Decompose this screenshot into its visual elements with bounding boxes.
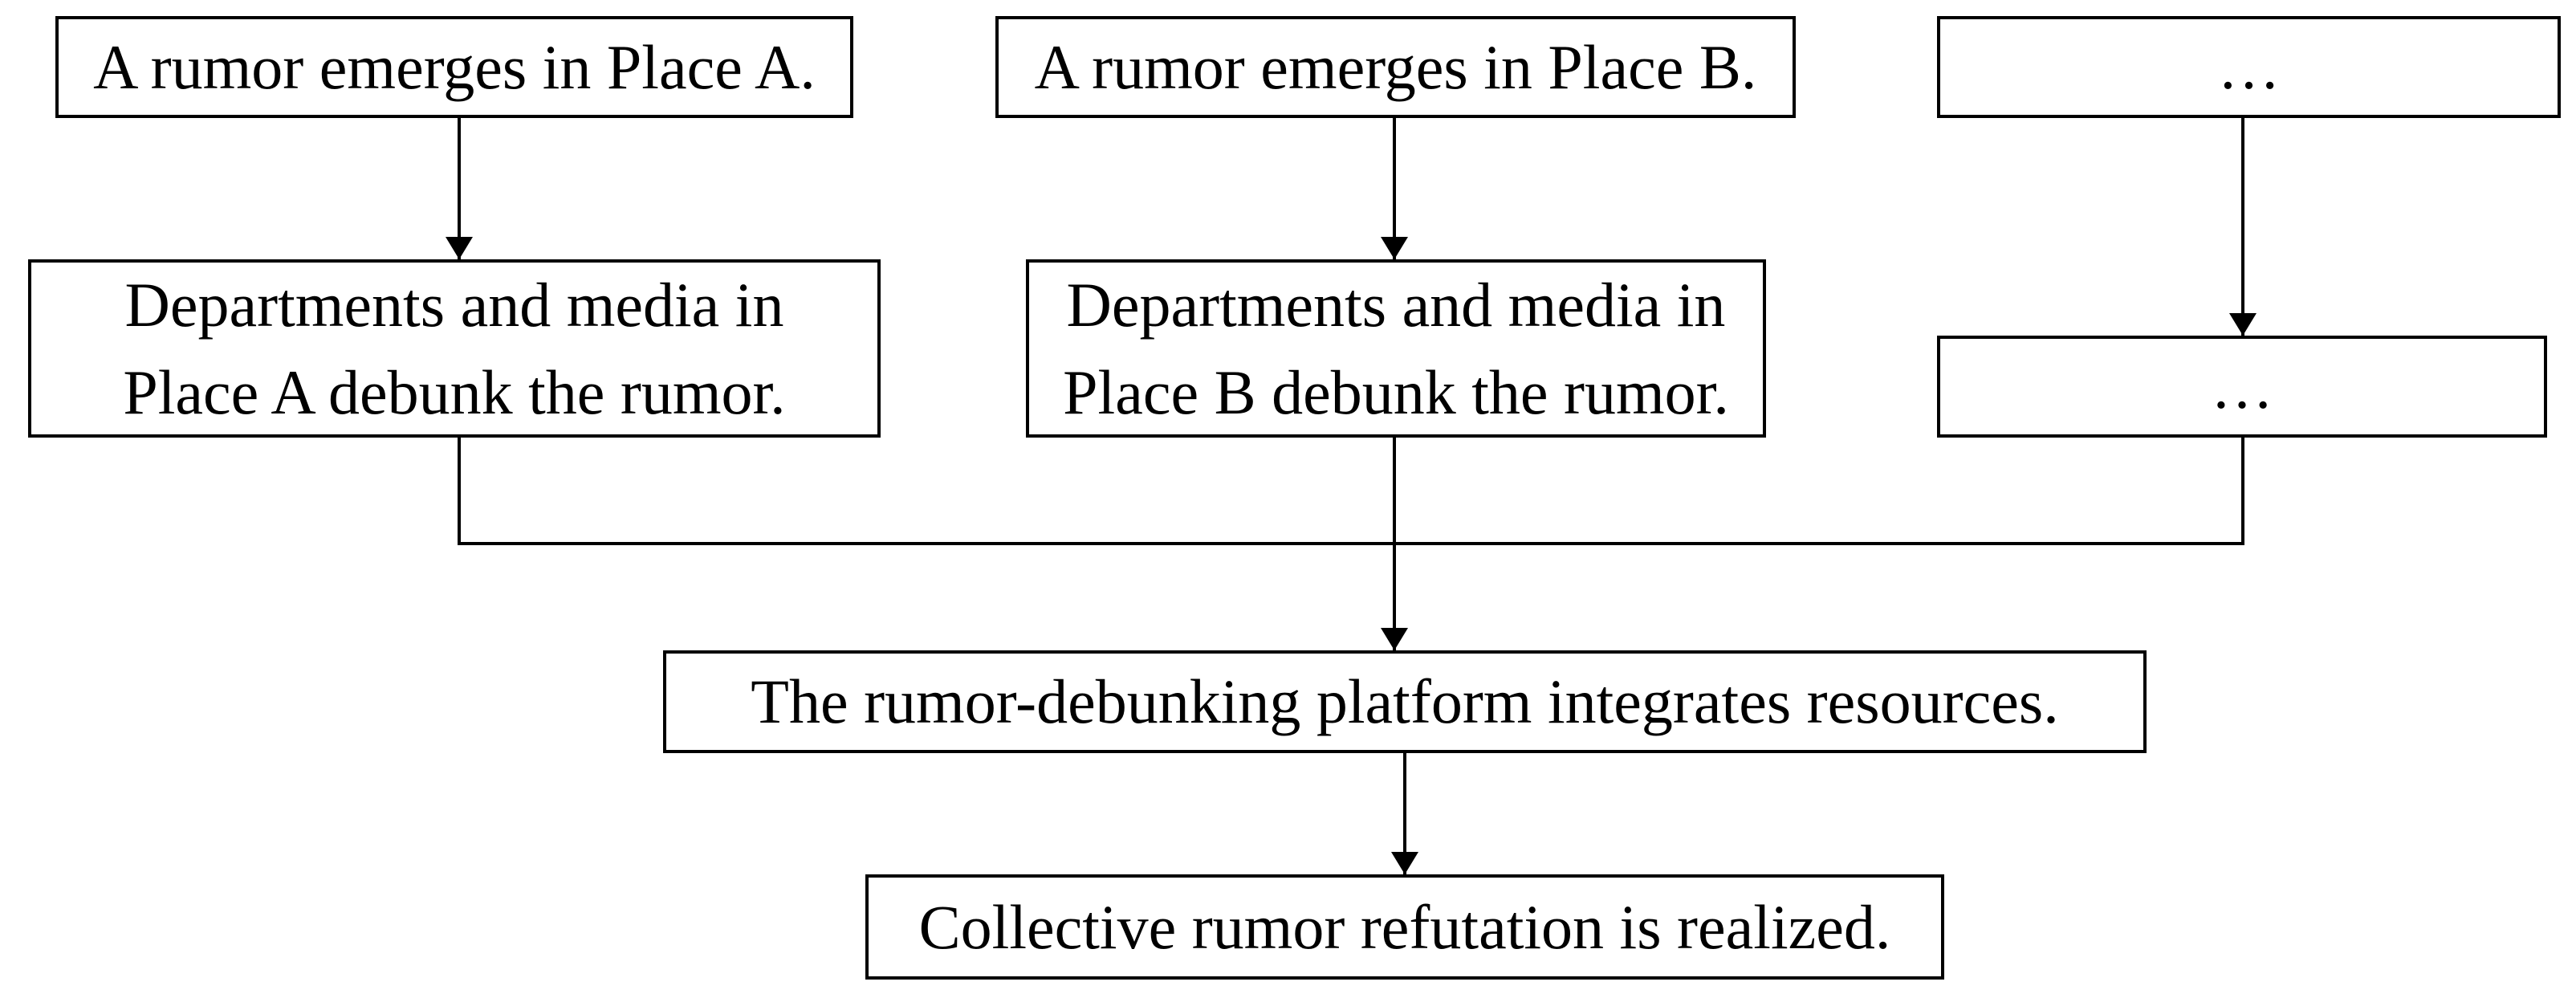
arrowhead-down-debunk-a [446, 237, 473, 259]
node-rumor-place-a: A rumor emerges in Place A. [55, 16, 853, 118]
arrowhead-down-debunk-etc [2229, 313, 2257, 336]
node-debunk-ellipsis: … [1937, 336, 2547, 438]
node-result: Collective rumor refutation is realized. [865, 874, 1944, 980]
connector-platform-to-result [1403, 753, 1406, 874]
connector-debunk-etc-drop [2241, 438, 2244, 545]
connector-rumor-a-to-debunk-a [458, 118, 461, 259]
arrowhead-down-result [1391, 852, 1418, 874]
node-rumor-place-b: A rumor emerges in Place B. [995, 16, 1796, 118]
arrowhead-down-debunk-b [1381, 237, 1408, 259]
connector-rumor-etc-to-debunk-etc [2241, 118, 2244, 336]
connector-rumor-b-to-debunk-b [1393, 118, 1396, 259]
connector-debunk-a-drop [458, 438, 461, 545]
arrowhead-down-platform [1381, 628, 1408, 650]
node-platform: The rumor-debunking platform integrates … [663, 650, 2147, 753]
node-debunk-place-a: Departments and media in Place A debunk … [28, 259, 881, 438]
connector-converge-rail [458, 542, 2244, 545]
node-rumor-ellipsis: … [1937, 16, 2561, 118]
node-debunk-place-b: Departments and media in Place B debunk … [1026, 259, 1766, 438]
connector-rail-to-platform [1393, 438, 1396, 650]
